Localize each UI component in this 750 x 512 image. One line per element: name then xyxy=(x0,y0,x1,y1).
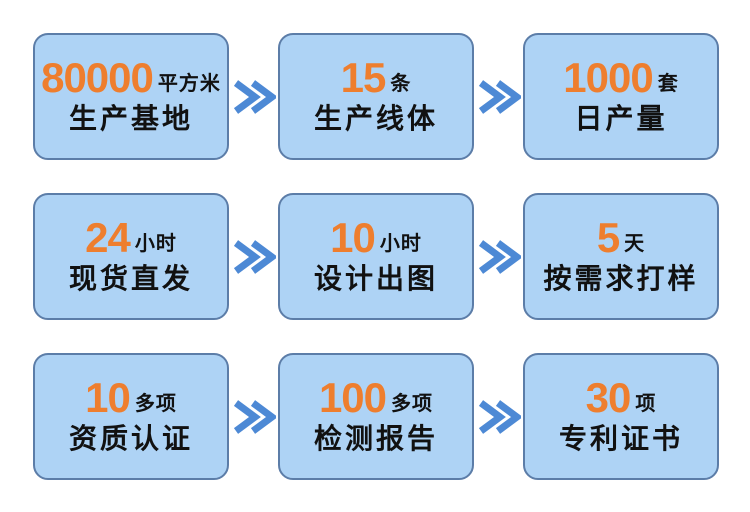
stat-number: 15 xyxy=(340,53,387,101)
stat-number-line: 100 多项 xyxy=(318,373,434,421)
stat-label: 检测报告 xyxy=(313,422,438,454)
stat-label: 生产线体 xyxy=(313,102,438,134)
stat-label: 资质认证 xyxy=(68,422,193,454)
stat-label: 按需求打样 xyxy=(543,262,699,294)
arrow-cell xyxy=(229,79,278,114)
stat-number-line: 1000 套 xyxy=(563,53,679,101)
stats-row-3: 10 多项 资质认证 100 多项 检测报告 3 xyxy=(33,353,719,480)
arrow-cell xyxy=(229,239,278,274)
stat-card-stock-shipping: 24 小时 现货直发 xyxy=(33,193,229,320)
stat-unit: 条 xyxy=(390,72,412,95)
stat-label: 生产基地 xyxy=(68,102,193,134)
stat-number-line: 24 小时 xyxy=(85,213,177,261)
stat-unit: 项 xyxy=(635,392,657,415)
stat-number: 5 xyxy=(596,213,620,261)
arrow-cell xyxy=(474,399,523,434)
double-chevron-icon xyxy=(478,239,521,274)
stat-card-design-drawing: 10 小时 设计出图 xyxy=(278,193,474,320)
stat-label: 现货直发 xyxy=(68,262,193,294)
stat-card-production-base: 80000 平方米 生产基地 xyxy=(33,33,229,160)
stat-label: 日产量 xyxy=(574,102,668,134)
stat-number-line: 5 天 xyxy=(596,213,646,261)
stats-row-1: 80000 平方米 生产基地 15 条 生产线体 xyxy=(33,33,719,160)
stat-card-certifications: 10 多项 资质认证 xyxy=(33,353,229,480)
stat-unit: 天 xyxy=(624,232,646,255)
stat-unit: 多项 xyxy=(134,392,177,415)
stat-number: 100 xyxy=(318,373,387,421)
double-chevron-icon xyxy=(233,399,276,434)
stat-number: 30 xyxy=(585,373,632,421)
stat-unit: 套 xyxy=(657,72,679,95)
stat-label: 设计出图 xyxy=(313,262,438,294)
stat-unit: 平方米 xyxy=(157,72,221,95)
double-chevron-icon xyxy=(478,399,521,434)
stat-unit: 小时 xyxy=(379,232,422,255)
arrow-cell xyxy=(474,79,523,114)
arrow-cell xyxy=(229,399,278,434)
stat-card-test-reports: 100 多项 检测报告 xyxy=(278,353,474,480)
double-chevron-icon xyxy=(233,79,276,114)
stat-card-daily-output: 1000 套 日产量 xyxy=(523,33,719,160)
stat-unit: 小时 xyxy=(134,232,177,255)
stat-number: 1000 xyxy=(563,53,653,101)
stat-number-line: 10 多项 xyxy=(85,373,177,421)
stats-row-2: 24 小时 现货直发 10 小时 设计出图 5 xyxy=(33,193,719,320)
stat-number-line: 15 条 xyxy=(340,53,412,101)
arrow-cell xyxy=(474,239,523,274)
stat-card-patents: 30 项 专利证书 xyxy=(523,353,719,480)
stat-card-sampling: 5 天 按需求打样 xyxy=(523,193,719,320)
stat-number: 24 xyxy=(85,213,131,261)
stat-number: 10 xyxy=(85,373,131,421)
double-chevron-icon xyxy=(233,239,276,274)
stat-number: 10 xyxy=(330,213,376,261)
stat-number: 80000 xyxy=(41,53,154,101)
stat-unit: 多项 xyxy=(391,392,434,415)
stat-number-line: 80000 平方米 xyxy=(41,53,221,101)
stat-number-line: 30 项 xyxy=(585,373,657,421)
stat-card-production-lines: 15 条 生产线体 xyxy=(278,33,474,160)
double-chevron-icon xyxy=(478,79,521,114)
stat-number-line: 10 小时 xyxy=(330,213,422,261)
stat-label: 专利证书 xyxy=(558,422,683,454)
